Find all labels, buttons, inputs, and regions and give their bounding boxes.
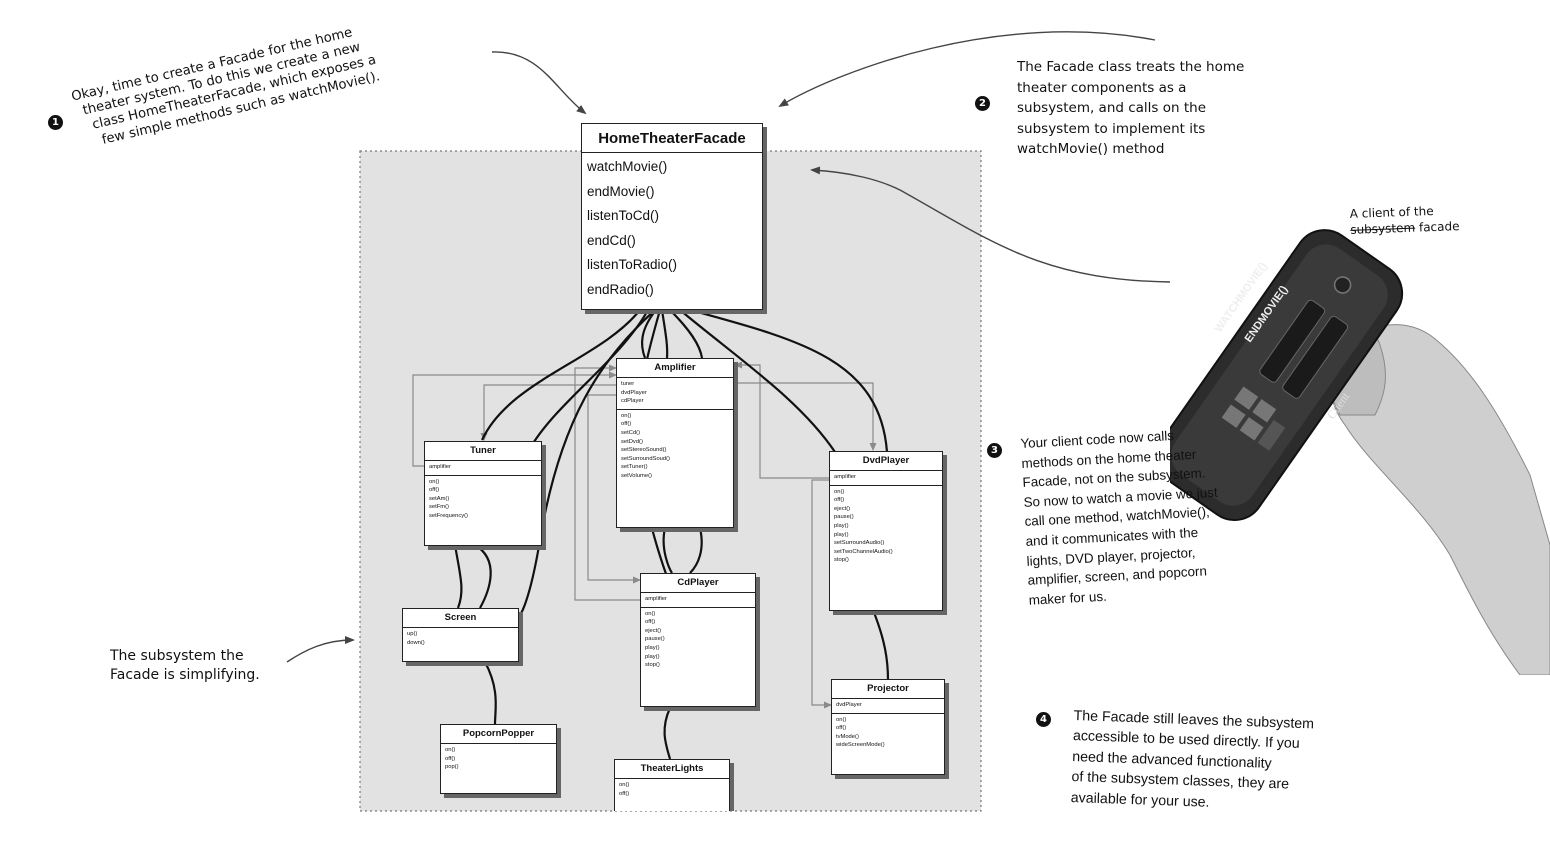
note-1-text: Okay, time to create a Facade for the ho… (70, 21, 382, 153)
method: on() (645, 610, 656, 617)
class-amplifier: Amplifier tuner dvdPlayer cdPlayer on() … (616, 358, 734, 528)
method: off() (429, 487, 440, 494)
method: setFm() (429, 504, 449, 511)
method: down() (407, 639, 425, 646)
hand-shape (1329, 324, 1550, 676)
note-2: The Facade class treats the home theater… (1017, 57, 1244, 160)
class-name: HomeTheaterFacade (582, 124, 762, 153)
note-line: Facade is simplifying. (110, 667, 260, 683)
class-projector: Projector dvdPlayer on() off() tvMode() … (831, 679, 945, 775)
method: on() (834, 488, 845, 495)
power-button-icon (1333, 276, 1352, 294)
attribute: amplifier (429, 464, 451, 470)
class-screen: Screen up() down() (402, 608, 519, 662)
method: off() (619, 790, 630, 797)
method-watch-movie: watchMovie() (587, 159, 668, 174)
method: setTuner() (621, 464, 648, 471)
remote-hand-illustration: WATCHMOVIE() ENDMOVIE() Client (1155, 229, 1550, 676)
method: eject() (834, 505, 851, 512)
method-end-cd: endCd() (587, 232, 636, 248)
remote-control: WATCHMOVIE() ENDMOVIE() Client (1155, 215, 1550, 676)
bullet-1-icon: 1 (48, 115, 63, 130)
method: setStereoSound() (621, 447, 667, 454)
method: on() (619, 782, 630, 788)
method: setDvd() (621, 438, 643, 445)
facade-links (453, 308, 890, 760)
note-line: watchMovie() method (1017, 141, 1165, 157)
method: off() (836, 725, 847, 732)
method: off() (621, 421, 632, 428)
class-name: TheaterLights (615, 760, 729, 779)
method-listen-to-cd: listenToCd() (587, 208, 660, 224)
note-line: The subsystem the (110, 648, 244, 664)
method: off() (445, 755, 456, 762)
method: play() (645, 653, 660, 660)
class-cd-player: CdPlayer amplifier on() off() eject() pa… (640, 573, 756, 707)
attribute: amplifier (834, 474, 856, 480)
method: play() (645, 644, 660, 651)
note-line: subsystem, and calls on the (1017, 100, 1207, 116)
class-popcorn-popper: PopcornPopper on() off() pop() (440, 724, 557, 794)
method: setFrequency() (429, 512, 468, 519)
method: tvMode() (836, 733, 859, 740)
attribute: cdPlayer (621, 398, 644, 405)
class-name: CdPlayer (641, 574, 755, 593)
method: on() (445, 747, 456, 753)
method: up() (407, 631, 418, 637)
attribute: tuner (621, 381, 635, 387)
method: play() (834, 531, 849, 538)
method: off() (645, 619, 656, 626)
class-name: Tuner (425, 442, 541, 461)
bullet-2-icon: 2 (975, 96, 990, 111)
class-home-theater-facade: HomeTheaterFacade watchMovie() endMovie(… (581, 123, 763, 310)
attribute: amplifier (645, 596, 667, 602)
method-listen-to-radio: listenToRadio() (587, 257, 678, 273)
class-name: Screen (403, 609, 518, 628)
method: stop() (834, 557, 849, 564)
annotation-arrows (286, 31, 1321, 663)
method: setSurroundSoud() (621, 455, 670, 462)
attribute: dvdPlayer (621, 389, 647, 396)
class-name: Amplifier (617, 359, 733, 378)
method: on() (621, 412, 632, 419)
method: off() (834, 497, 845, 504)
method: pause() (645, 636, 665, 643)
method: setSurroundAudio() (834, 540, 885, 547)
class-tuner: Tuner amplifier on() off() setAm() setFm… (424, 441, 542, 546)
bullet-4-icon: 4 (1036, 712, 1051, 727)
note-line: subsystem to implement its (1017, 120, 1206, 137)
method: pop() (445, 764, 459, 771)
note-3: Your client code now calls methods on th… (1020, 424, 1223, 610)
class-dvd-player: DvdPlayer amplifier on() off() eject() p… (829, 451, 943, 611)
class-name: PopcornPopper (441, 725, 556, 744)
method: play() (834, 522, 849, 529)
class-theater-lights: TheaterLights on() off() (614, 759, 730, 811)
method: on() (429, 478, 440, 485)
note-line: The Facade class treats the home (1017, 59, 1245, 75)
theater-lights-clip: TheaterLights on() off() (610, 755, 740, 811)
method: wideScreenMode() (836, 742, 885, 749)
method: pause() (834, 514, 854, 521)
method: on() (836, 716, 847, 723)
method: setTwoChannelAudio() (834, 548, 893, 555)
method-end-radio: endRadio() (587, 281, 654, 297)
method: setAm() (429, 495, 450, 502)
method: setCd() (621, 429, 641, 436)
method: setVolume() (621, 472, 652, 479)
method-end-movie: endMovie() (587, 183, 655, 199)
class-name: Projector (832, 680, 944, 699)
method: stop() (645, 662, 660, 669)
bullet-3-icon: 3 (987, 443, 1002, 458)
note-4: The Facade still leaves the subsystem ac… (1070, 706, 1315, 816)
note-subsystem: The subsystem the Facade is simplifying. (110, 647, 260, 685)
note-line: theater components as a (1017, 79, 1187, 96)
class-name: DvdPlayer (830, 452, 942, 471)
attribute: dvdPlayer (836, 702, 862, 708)
method: eject() (645, 627, 662, 634)
note-1: 1 Okay, time to create a Facade for the … (48, 25, 448, 170)
